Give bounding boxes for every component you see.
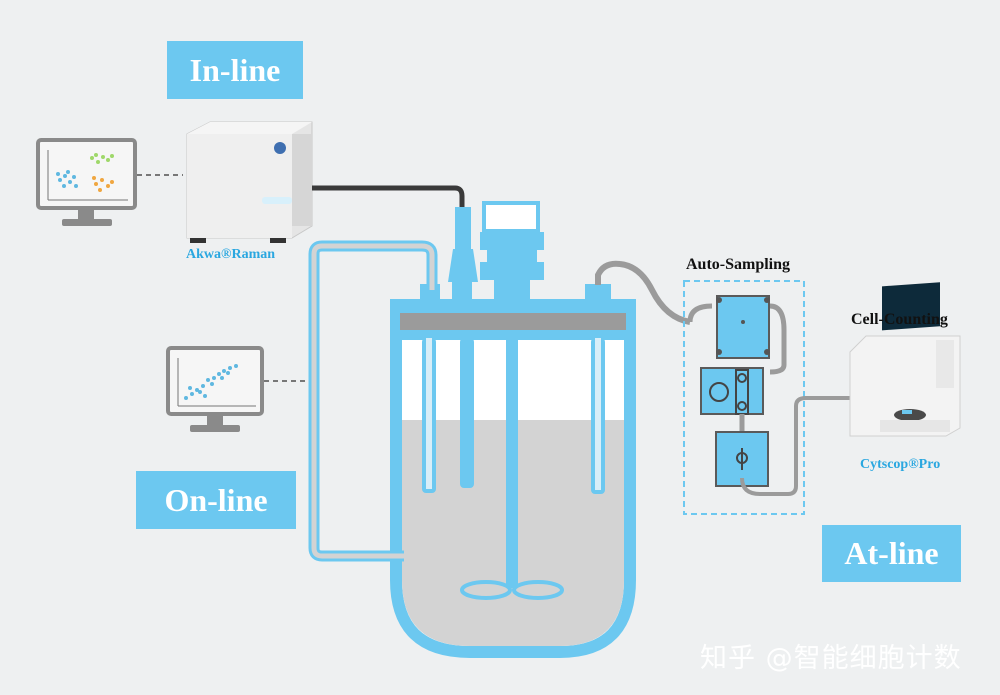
counter-screen (882, 282, 940, 331)
sampling-tube (595, 260, 691, 325)
cytscop-label: Cytscop®Pro (860, 457, 941, 472)
inline-badge: In-line (167, 41, 303, 99)
monitor-icon-online (166, 346, 264, 432)
cell-counter-device (849, 282, 961, 437)
auto-sampler-unit (687, 295, 787, 487)
logo-icon (274, 142, 286, 154)
sampler-module-middle (700, 367, 764, 415)
raman-label: Akwa®Raman (186, 247, 276, 262)
atline-badge: At-line (822, 525, 961, 582)
monitor-icon-inline (36, 138, 137, 226)
raman-cable (312, 185, 465, 212)
raman-device (186, 121, 313, 243)
sampler-module-top (716, 295, 770, 359)
watermark-text: 知乎 @智能细胞计数 (700, 643, 962, 674)
cell-counting-label: Cell-Counting (851, 311, 948, 328)
online-badge: On-line (136, 471, 296, 529)
raman-probe (448, 207, 478, 488)
counter-tube (740, 396, 860, 496)
auto-sampling-label: Auto-Sampling (686, 256, 791, 273)
agitator-motor (460, 201, 564, 600)
auto-sampling-box (683, 280, 805, 515)
